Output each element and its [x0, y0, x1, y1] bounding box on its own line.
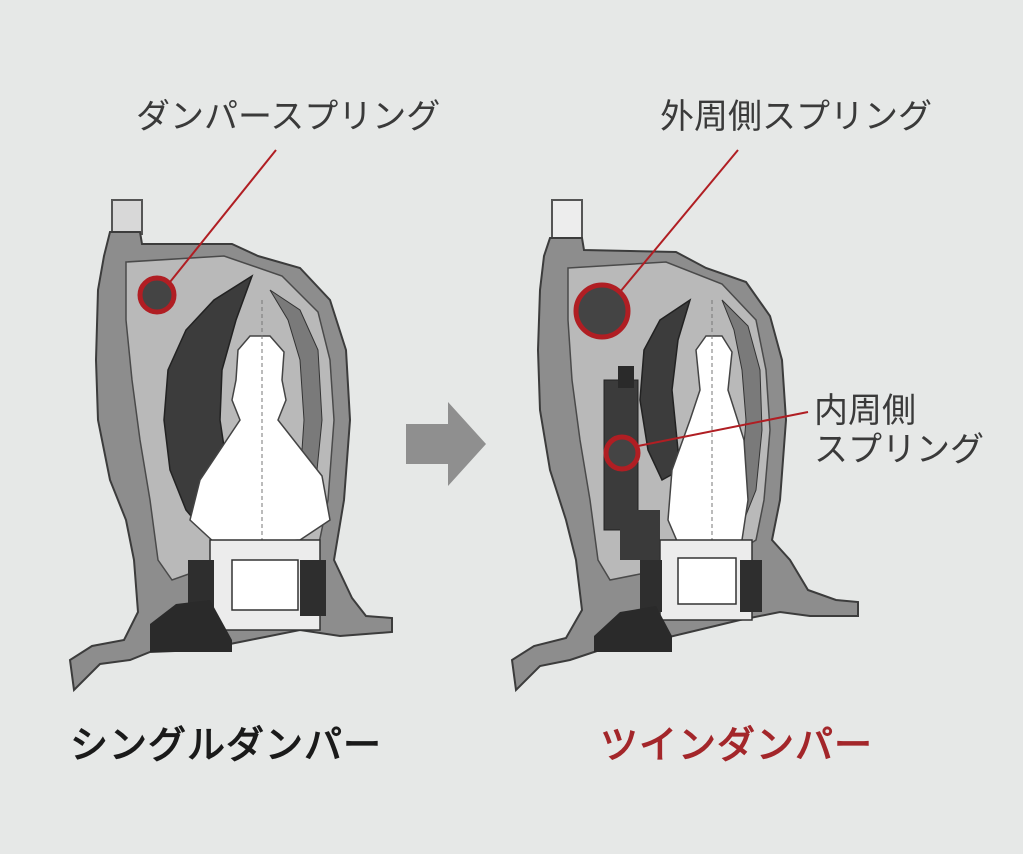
- inner-spring-leader-line: [637, 411, 809, 447]
- inner-spring-label: 内周側 スプリング: [814, 391, 984, 471]
- outer-spring-label: 外周側スプリング: [660, 97, 932, 137]
- inner-spring-label-line1: 内周側: [814, 391, 916, 431]
- single-spring-leader-line: [169, 149, 277, 283]
- twin-damper-caption: ツインダンパー: [600, 723, 874, 767]
- single-damper-caption: シングルダンパー: [70, 723, 383, 767]
- outer-spring-leader-line: [619, 149, 739, 293]
- transition-arrow: [406, 402, 486, 486]
- damper-spring-label: ダンパースプリング: [136, 97, 441, 137]
- single-damper-cross-section: [68, 199, 393, 693]
- inner-spring-label-line2: スプリング: [814, 430, 984, 471]
- twin-damper-cross-section: [510, 199, 859, 693]
